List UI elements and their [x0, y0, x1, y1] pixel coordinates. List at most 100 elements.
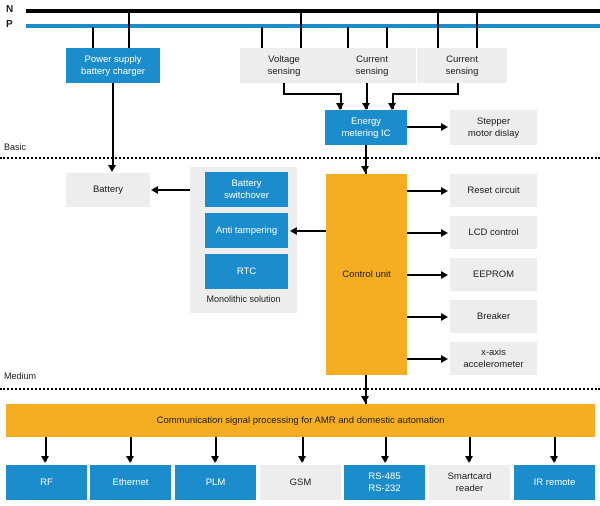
block-accelerometer-line2: accelerometer — [463, 358, 524, 370]
block-battery-switchover-line2: switchover — [224, 189, 269, 201]
arrow-cu-eeprom — [441, 270, 448, 279]
connector-current2-across — [392, 93, 459, 95]
arrow-powersupply-battery — [108, 165, 116, 172]
block-current-sensing-2-line1: Current — [446, 54, 478, 66]
connector-cu-breaker — [407, 316, 443, 318]
block-voltage-sensing-line2: sensing — [267, 65, 301, 77]
block-battery-switchover-line1: Battery — [231, 178, 262, 190]
block-current-sensing-1-line1: Current — [356, 54, 388, 66]
block-lcd-control[interactable]: LCD control — [450, 216, 537, 249]
block-rf[interactable]: RF — [6, 465, 87, 500]
block-accelerometer-line1: x-axis — [481, 347, 506, 359]
block-eeprom-label: EEPROM — [472, 268, 515, 280]
arrow-comm-irremote — [550, 456, 558, 463]
arrow-current2-ic — [388, 103, 396, 110]
divider-medium — [0, 388, 600, 390]
block-rs485-line1: RS-485 — [368, 471, 401, 483]
connector-cu-accelerometer — [407, 358, 443, 360]
block-power-supply-line2: battery charger — [81, 65, 145, 77]
connector-ic-stepper — [407, 126, 443, 128]
connector-current1-into-ic — [366, 83, 368, 109]
arrow-comm-rs485 — [381, 456, 389, 463]
connector-comm-gsm — [302, 437, 304, 461]
connector-switchover-battery — [158, 189, 205, 191]
block-breaker-label: Breaker — [476, 310, 511, 322]
block-rf-line1: RF — [40, 476, 53, 488]
arrow-controlunit-antitampering — [290, 226, 297, 235]
block-current-sensing-2-line2: sensing — [445, 65, 479, 77]
neutral-bus-line — [26, 9, 600, 13]
block-ethernet[interactable]: Ethernet — [90, 465, 171, 500]
block-stepper-motor-display[interactable]: Stepper motor dislay — [450, 110, 537, 145]
block-plm-line1: PLM — [205, 476, 226, 488]
block-rs485-line2: RS-232 — [368, 482, 401, 494]
block-energy-metering-ic-line1: Energy — [350, 116, 382, 128]
block-battery-label: Battery — [92, 184, 124, 196]
block-reset-circuit-label: Reset circuit — [467, 184, 520, 196]
block-plm[interactable]: PLM — [175, 465, 256, 500]
arrow-switchover-battery — [151, 185, 158, 194]
block-control-unit-label: Control unit — [342, 268, 391, 280]
block-current-sensing-1[interactable]: Current sensing — [328, 48, 416, 83]
arrow-cu-reset — [441, 186, 448, 195]
block-anti-tampering[interactable]: Anti tampering — [205, 213, 288, 248]
phase-bus-line — [26, 24, 600, 28]
block-energy-metering-ic[interactable]: Energy metering IC — [325, 110, 407, 145]
connector-cu-lcd — [407, 232, 443, 234]
arrow-comm-gsm — [298, 456, 306, 463]
block-voltage-sensing[interactable]: Voltage sensing — [240, 48, 328, 83]
block-rs485-rs232[interactable]: RS-485 RS-232 — [344, 465, 425, 500]
arrow-controlunit-commbar — [361, 396, 369, 403]
block-control-unit[interactable]: Control unit — [326, 174, 407, 375]
connector-comm-plm — [215, 437, 217, 461]
block-power-supply[interactable]: Power supply battery charger — [66, 48, 160, 83]
arrow-comm-ethernet — [126, 456, 134, 463]
block-communication-bar[interactable]: Communication signal processing for AMR … — [6, 404, 595, 437]
connector-voltage-down — [283, 83, 285, 95]
block-battery-switchover[interactable]: Battery switchover — [205, 172, 288, 207]
drop-line-current2-n — [437, 12, 439, 48]
block-reset-circuit[interactable]: Reset circuit — [450, 174, 537, 207]
block-lcd-control-label: LCD control — [468, 226, 519, 238]
connector-current2-down — [457, 83, 459, 95]
connector-cu-reset — [407, 190, 443, 192]
connector-comm-rf — [45, 437, 47, 461]
block-battery[interactable]: Battery — [66, 173, 150, 207]
tier-label-medium: Medium — [4, 371, 37, 381]
block-anti-tampering-label: Anti tampering — [215, 224, 278, 236]
block-gsm[interactable]: GSM — [260, 465, 341, 500]
rail-label-phase: P — [6, 19, 13, 30]
arrow-voltage-ic — [336, 103, 344, 110]
block-ir-remote[interactable]: IR remote — [514, 465, 595, 500]
tier-label-basic: Basic — [4, 142, 27, 152]
connector-voltage-into-ic — [340, 93, 342, 109]
drop-line-current2-p — [476, 12, 478, 48]
arrow-ic-controlunit — [361, 166, 369, 173]
block-x-axis-accelerometer[interactable]: x-axis accelerometer — [450, 342, 537, 375]
block-smartcard-reader[interactable]: Smartcard reader — [429, 465, 510, 500]
arrow-current1-ic — [362, 103, 370, 110]
arrow-cu-breaker — [441, 312, 448, 321]
block-rtc[interactable]: RTC — [205, 254, 288, 289]
arrow-ic-stepper — [441, 122, 448, 131]
rail-label-neutral: N — [6, 4, 14, 15]
arrow-cu-lcd — [441, 228, 448, 237]
arrow-comm-smartcard — [465, 456, 473, 463]
drop-line-voltage-p — [261, 27, 263, 48]
block-eeprom[interactable]: EEPROM — [450, 258, 537, 291]
block-smartcard-line2: reader — [455, 482, 484, 494]
block-rtc-label: RTC — [236, 265, 257, 277]
block-breaker[interactable]: Breaker — [450, 300, 537, 333]
connector-current2-into-ic — [392, 93, 394, 109]
block-power-supply-line1: Power supply — [84, 54, 142, 66]
block-current-sensing-2[interactable]: Current sensing — [417, 48, 507, 83]
connector-powersupply-battery — [112, 83, 114, 167]
divider-basic — [0, 157, 600, 159]
arrow-comm-plm — [211, 456, 219, 463]
block-voltage-sensing-line1: Voltage — [268, 54, 300, 66]
block-gsm-line1: GSM — [289, 476, 312, 488]
group-monolithic-label: Monolithic solution — [206, 294, 281, 304]
connector-comm-irremote — [554, 437, 556, 461]
block-ir-remote-line1: IR remote — [533, 476, 576, 488]
